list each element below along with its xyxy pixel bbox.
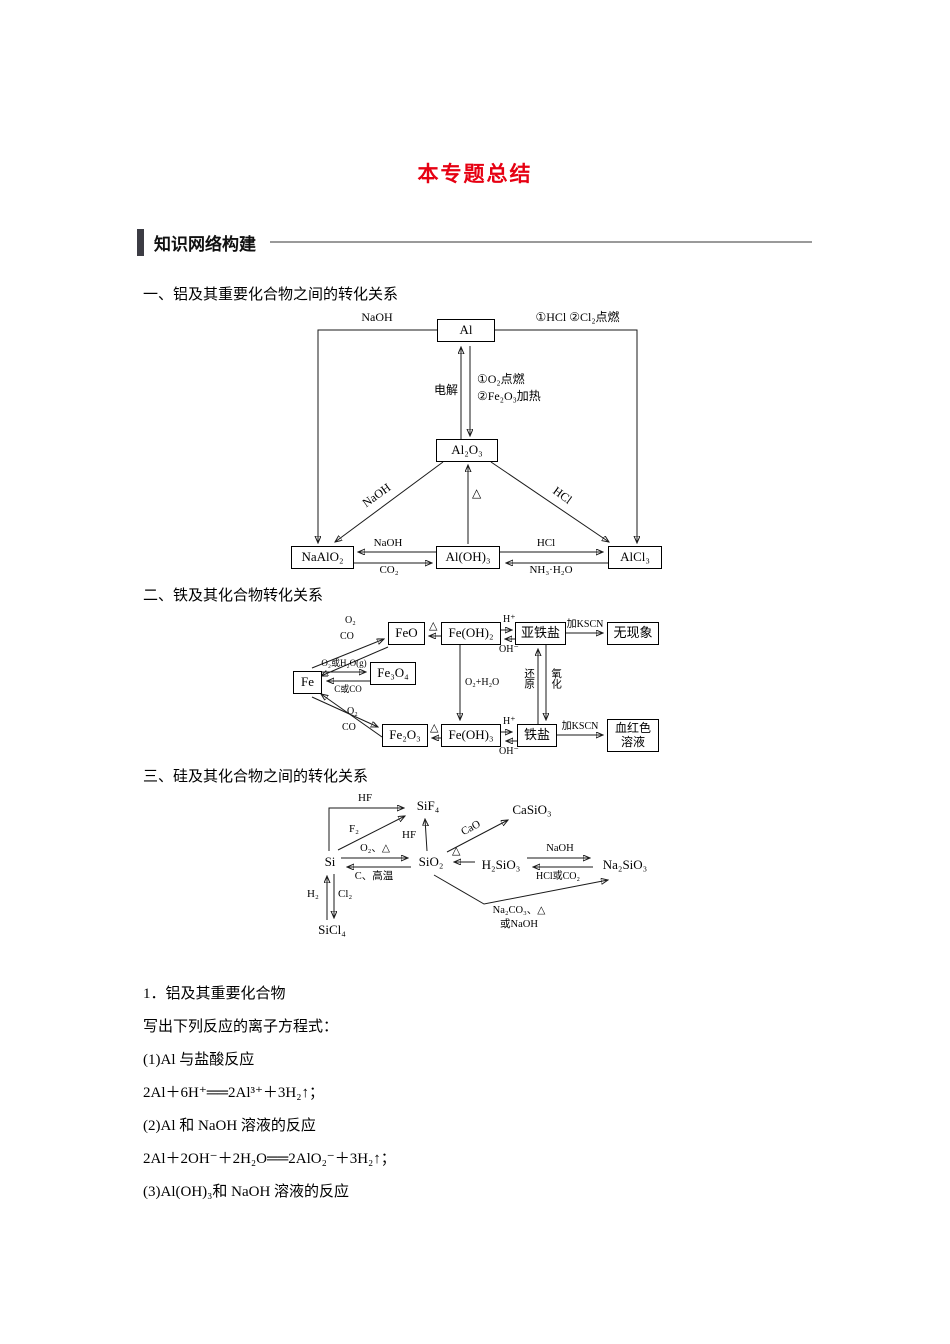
label-delta-si: △ — [452, 845, 461, 857]
node-al: Al — [437, 319, 495, 342]
arrow-al2o3-to-alcl3 — [490, 461, 609, 542]
arrow-al2o3-to-naalo2 — [335, 461, 444, 542]
node-feoh2: Fe(OH)₂ — [441, 622, 501, 645]
label-or-naoh: 或NaOH — [500, 919, 538, 930]
paragraph-equation2: 2Al＋2OH⁻＋2H₂O══2AlO₂⁻＋3H₂↑； — [143, 1151, 396, 1167]
label-kscn-lower: 加KSCN — [561, 721, 599, 732]
label-c-or-co: C或CO — [334, 684, 362, 694]
label-reduction: 还原 — [523, 668, 535, 689]
label-h-plus-upper: H⁺ — [503, 614, 516, 625]
label-cl2: Cl₂ — [338, 888, 353, 900]
label-o2-or-h2o: O₂或H₂O(g) — [321, 658, 367, 668]
label-o2-upper: O₂ — [345, 615, 356, 626]
label-hcl-or-co2: HCl或CO₂ — [535, 871, 581, 882]
node-sio2: SiO₂ — [413, 854, 449, 870]
node-casio3: CaSiO₃ — [505, 802, 559, 818]
node-feoh3: Fe(OH)₃ — [441, 724, 501, 747]
label-co-upper: CO — [340, 631, 354, 642]
label-na2co3-delta: Na₂CO₃、△ — [492, 905, 546, 916]
paragraph-equation1: 2Al＋6H⁺══2Al³⁺＋3H₂↑； — [143, 1085, 324, 1101]
section-rule — [270, 241, 812, 243]
paragraph-question2: (2)Al 和 NaOH 溶液的反应 — [143, 1118, 316, 1134]
paragraph-intro: 写出下列反应的离子方程式： — [143, 1019, 339, 1035]
node-blood-red-line1: 血红色 — [614, 721, 651, 736]
label-h-plus-lower: H⁺ — [503, 716, 516, 727]
label-f2: F₂ — [349, 823, 359, 835]
section-accent-bar — [137, 228, 144, 256]
heading-silicon: 三、硅及其化合物之间的转化关系 — [143, 769, 369, 785]
label-naoh-top: NaOH — [361, 310, 393, 324]
arrow-al-to-naalo2-elbow — [318, 329, 437, 543]
node-feo: FeO — [388, 622, 425, 645]
label-o2-delta: O₂、△ — [360, 843, 390, 854]
label-hcl-cl2-ignite: ①HCl ②Cl₂点燃 — [535, 310, 620, 324]
node-sif4: SiF₄ — [411, 798, 445, 814]
label-naoh-si: NaOH — [546, 843, 574, 854]
label-electrolysis: 电解 — [434, 383, 459, 397]
node-ferrous-salt: 亚铁盐 — [515, 622, 566, 645]
label-naoh-diagonal: NaOH — [359, 480, 394, 511]
paragraph-question3: (3)Al(OH)₃和 NaOH 溶液的反应 — [143, 1184, 350, 1200]
label-o2-lower: O₂ — [347, 706, 358, 717]
arrow-al-to-alcl3-elbow — [495, 329, 637, 543]
label-cao: CaO — [459, 818, 483, 839]
node-blood-red-solution: 血红色 溶液 — [607, 719, 659, 752]
arrow-sio2-to-sif4 — [425, 819, 427, 852]
node-sicl4: SiCl₄ — [313, 922, 351, 938]
node-h2sio3: H₂SiO₃ — [476, 857, 526, 873]
label-fe2o3-heat: ②Fe₂O₃加热 — [477, 389, 541, 403]
heading-aluminum: 一、铝及其重要化合物之间的转化关系 — [143, 287, 399, 303]
label-hcl-mid: HCl — [536, 537, 556, 549]
paragraph-item1-title: 1．铝及其重要化合物 — [143, 986, 286, 1002]
label-delta-al: △ — [472, 486, 482, 500]
label-kscn-upper: 加KSCN — [566, 619, 604, 630]
label-nh3-h2o: NH₃·H₂O — [529, 564, 573, 576]
node-alcl3: AlCl₃ — [608, 546, 662, 569]
node-na2sio3: Na₂SiO₃ — [596, 857, 654, 873]
node-fe: Fe — [293, 671, 322, 694]
node-ferric-salt: 铁盐 — [517, 724, 557, 747]
label-hf-top: HF — [358, 792, 373, 804]
node-no-phenomenon: 无现象 — [607, 622, 659, 645]
label-o2-ignite: ①O₂点燃 — [477, 372, 525, 386]
label-o2-plus-h2o: O₂+H₂O — [465, 677, 500, 688]
label-hcl-diagonal: HCl — [550, 483, 575, 507]
section-header-label: 知识网络构建 — [154, 234, 256, 254]
label-co-lower: CO — [342, 722, 356, 733]
node-fe3o4: Fe₃O₄ — [370, 662, 416, 685]
node-blood-red-line2: 溶液 — [620, 734, 645, 749]
heading-iron: 二、铁及其化合物转化关系 — [143, 588, 324, 604]
label-oh-minus-lower: OH⁻ — [499, 746, 519, 757]
section-header: 知识网络构建 — [137, 228, 812, 256]
label-h2: H₂ — [307, 888, 319, 900]
label-naoh-mid: NaOH — [373, 537, 403, 549]
node-aloh3: Al(OH)₃ — [436, 546, 500, 569]
label-delta-feoh3: △ — [430, 722, 439, 734]
node-al2o3: Al₂O₃ — [436, 439, 498, 462]
paragraph-question1: (1)Al 与盐酸反应 — [143, 1052, 255, 1068]
label-co2: CO₂ — [379, 564, 399, 576]
node-si: Si — [321, 854, 339, 870]
node-fe2o3: Fe₂O₃ — [382, 724, 428, 747]
label-delta-feoh2: △ — [429, 620, 438, 632]
label-oh-minus-upper: OH⁻ — [499, 644, 519, 655]
label-hf-mid: HF — [402, 829, 417, 841]
page-title: 本专题总结 — [417, 162, 533, 186]
node-naalo2: NaAlO₂ — [291, 546, 354, 569]
label-c-high-temp: C、高温 — [354, 871, 394, 882]
label-oxidation: 氧化 — [550, 668, 562, 689]
